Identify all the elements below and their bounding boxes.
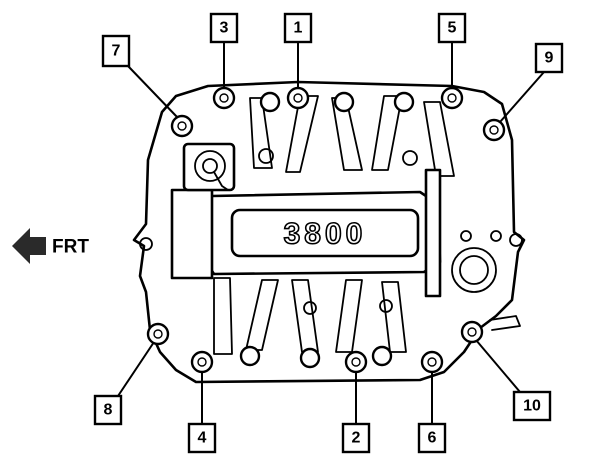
bolt-7 (170, 114, 194, 138)
front-direction-label: FRT (52, 237, 89, 258)
port-fastener-top-1 (259, 91, 281, 113)
bolt-10 (460, 320, 484, 344)
left-lug-hole (139, 237, 153, 251)
port-fastener-bottom-1 (239, 345, 261, 367)
port-fastener-bottom-3 (371, 345, 393, 367)
boss-top-left (258, 148, 274, 164)
bolt-2 (344, 350, 368, 374)
svg-text:4: 4 (198, 430, 207, 447)
svg-text:2: 2 (352, 430, 361, 447)
engine-emblem-text: 3800 (284, 218, 367, 251)
bolt-5 (440, 86, 464, 110)
plenum-right-post (424, 168, 442, 298)
callout-3: 3 (209, 12, 239, 110)
svg-text:3: 3 (220, 20, 229, 37)
runner-top-5 (423, 101, 455, 177)
throttle-bore-outer (451, 247, 497, 293)
bolt-4 (190, 350, 214, 374)
boss-bottom-right (379, 299, 393, 313)
egr-valve-inner (202, 158, 218, 174)
callout-8: 8 (93, 322, 170, 426)
front-direction-indicator: FRT (12, 228, 89, 264)
runner-bottom-2 (245, 279, 279, 351)
callout-9: 9 (482, 42, 564, 142)
egr-tube (213, 171, 229, 191)
svg-text:6: 6 (428, 430, 437, 447)
port-fastener-bottom-2 (299, 347, 321, 369)
throttle-bore-inner (459, 255, 489, 285)
svg-text:7: 7 (112, 43, 121, 60)
throttle-port-small-2 (490, 230, 502, 242)
arrow-left-icon (12, 228, 46, 264)
manifold-body: 3800 (132, 80, 526, 384)
bolt-callouts: 1 2 3 4 (93, 12, 564, 454)
svg-text:5: 5 (448, 20, 457, 37)
runner-bottom-1 (213, 277, 233, 355)
boss-bottom-left (303, 301, 317, 315)
svg-text:10: 10 (523, 398, 541, 415)
svg-text:9: 9 (545, 50, 554, 67)
svg-text:1: 1 (294, 20, 303, 37)
port-fastener-top-3 (393, 91, 415, 113)
bolt-1 (286, 86, 310, 110)
throttle-port-small (460, 230, 472, 242)
callout-1: 1 (283, 12, 313, 110)
callout-6: 6 (417, 350, 447, 454)
callout-10: 10 (460, 320, 552, 422)
callout-2: 2 (341, 350, 371, 454)
callout-5: 5 (437, 12, 467, 110)
emblem-plate (230, 208, 420, 258)
bolt-8 (146, 322, 170, 346)
bolt-9 (482, 118, 506, 142)
bolt-3 (212, 86, 236, 110)
port-fastener-top-2 (333, 91, 355, 113)
runner-bottom-5 (381, 281, 407, 353)
runner-top-2 (285, 95, 319, 173)
callout-4: 4 (187, 350, 217, 454)
callout-7: 7 (101, 34, 194, 138)
right-lug-hole (509, 233, 523, 247)
egr-valve-outer (194, 150, 226, 182)
boss-top-right (402, 150, 418, 166)
plenum-left-tube (170, 188, 214, 280)
svg-text:8: 8 (104, 402, 113, 419)
runner-top-1 (249, 97, 273, 169)
bolt-6 (420, 350, 444, 374)
vacuum-fitting (489, 315, 521, 331)
